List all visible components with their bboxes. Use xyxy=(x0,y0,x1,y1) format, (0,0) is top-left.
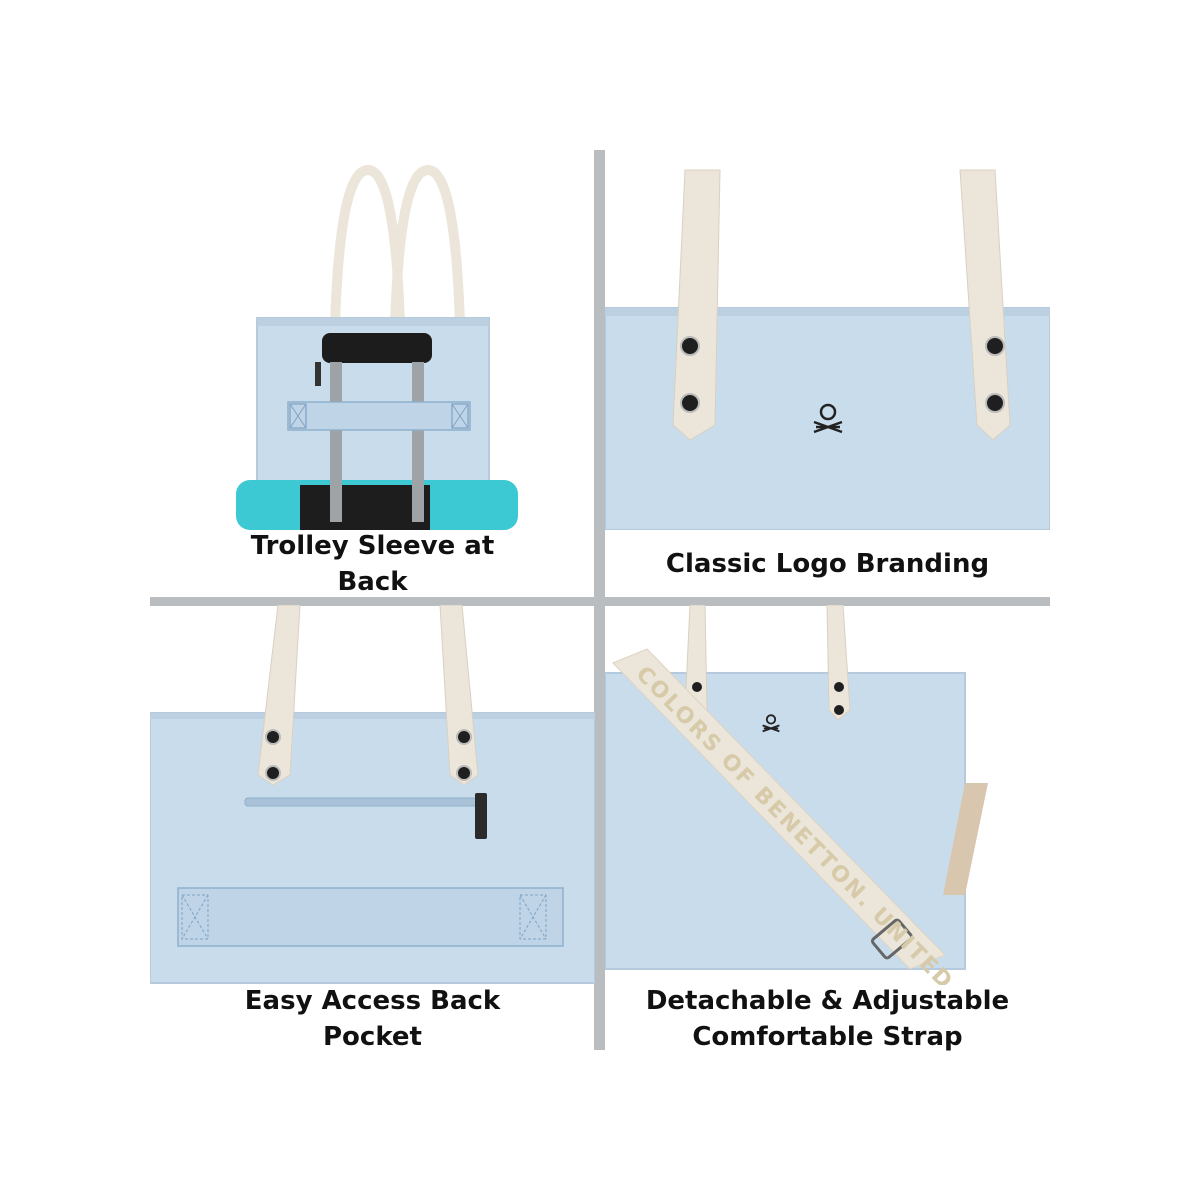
caption-line-1: Trolley Sleeve at xyxy=(250,531,495,561)
detachable-strap-image xyxy=(605,605,988,970)
caption-line-2: Comfortable Strap xyxy=(692,1022,963,1052)
back-pocket-image xyxy=(150,605,595,984)
panel-trolley-sleeve: Trolley Sleeve at Back xyxy=(150,150,595,597)
caption-line-2: Pocket xyxy=(323,1022,422,1052)
strap-print-text: COLORS OF BENETTON. UNITED xyxy=(631,662,958,985)
strap-caption: Detachable & Adjustable Comfortable Stra… xyxy=(605,983,1050,1055)
strap-print: COLORS OF BENETTON. UNITED xyxy=(631,662,958,985)
horizontal-divider xyxy=(150,597,1050,606)
benetton-logo-icon xyxy=(813,403,843,434)
panel-detachable-strap: COLORS OF BENETTON. UNITED Detachable & … xyxy=(605,605,1050,1052)
trolley-caption: Trolley Sleeve at Back xyxy=(150,528,595,600)
caption-line-1: Easy Access Back xyxy=(244,986,501,1016)
logo-caption: Classic Logo Branding xyxy=(605,546,1050,582)
benetton-logo-icon-small xyxy=(762,714,780,733)
trolley-sleeve-image xyxy=(236,164,518,530)
pocket-caption: Easy Access Back Pocket xyxy=(150,983,595,1055)
caption-line-1: Classic Logo Branding xyxy=(665,549,990,579)
caption-line-1: Detachable & Adjustable xyxy=(645,986,1010,1016)
panel-back-pocket: Easy Access Back Pocket xyxy=(150,605,595,1052)
logo-branding-image xyxy=(605,169,1050,530)
panel-logo-branding: Classic Logo Branding xyxy=(605,150,1050,595)
caption-line-2: Back xyxy=(337,567,408,597)
